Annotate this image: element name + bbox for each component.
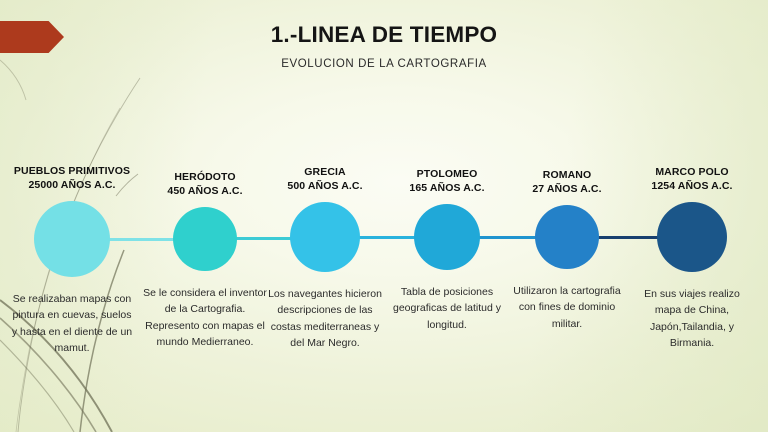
timeline-node-date: 1254 AÑOS A.C. <box>651 179 733 192</box>
timeline-connector <box>108 237 175 241</box>
timeline-node-description: Se realizaban mapas con pintura en cueva… <box>11 293 133 354</box>
timeline-node-name: MARCO POLO <box>655 166 729 179</box>
timeline-node-circle[interactable] <box>34 201 110 277</box>
timeline-node-name: ROMANO <box>542 169 592 182</box>
title-block: 1.-LINEA DE TIEMPO EVOLUCION DE LA CARTO… <box>0 22 768 70</box>
timeline-node-name: HERÓDOTO <box>174 171 236 184</box>
page-subtitle: EVOLUCION DE LA CARTOGRAFIA <box>281 57 487 70</box>
timeline-node-date: 165 AÑOS A.C. <box>409 181 485 194</box>
timeline-node-date: 500 AÑOS A.C. <box>287 179 363 192</box>
timeline-node-circle[interactable] <box>290 202 360 272</box>
timeline-node-circle[interactable] <box>414 204 480 270</box>
timeline-node-name: GRECIA <box>304 166 346 179</box>
timeline-node-description: Utilizaron la cartografia con fines de d… <box>513 285 621 330</box>
timeline-connector <box>478 235 537 239</box>
timeline-node-date: 25000 AÑOS A.C. <box>28 178 116 191</box>
timeline-node-date: 27 AÑOS A.C. <box>532 182 602 195</box>
timeline-node-circle[interactable] <box>535 205 599 269</box>
timeline-node-description: Tabla de posiciones geograficas de latit… <box>393 286 501 331</box>
timeline-connector <box>358 235 416 239</box>
timeline-connector <box>235 236 292 240</box>
timeline-connector <box>597 235 659 239</box>
accent-arrow-banner <box>0 21 64 53</box>
timeline-node-date: 450 AÑOS A.C. <box>167 184 243 197</box>
timeline-node-circle[interactable] <box>173 207 237 271</box>
timeline-node-description: Se le considera el inventor de la Cartog… <box>143 287 267 348</box>
timeline-node-name: PTOLOMEO <box>416 168 478 181</box>
timeline-node-description: En sus viajes realizo mapa de China, Jap… <box>644 288 740 349</box>
timeline-node-name: PUEBLOS PRIMITIVOS <box>13 165 131 178</box>
page-title: 1.-LINEA DE TIEMPO <box>270 22 498 47</box>
timeline-node-circle[interactable] <box>657 202 727 272</box>
timeline-node-description: Los navegantes hicieron descripciones de… <box>268 288 382 349</box>
